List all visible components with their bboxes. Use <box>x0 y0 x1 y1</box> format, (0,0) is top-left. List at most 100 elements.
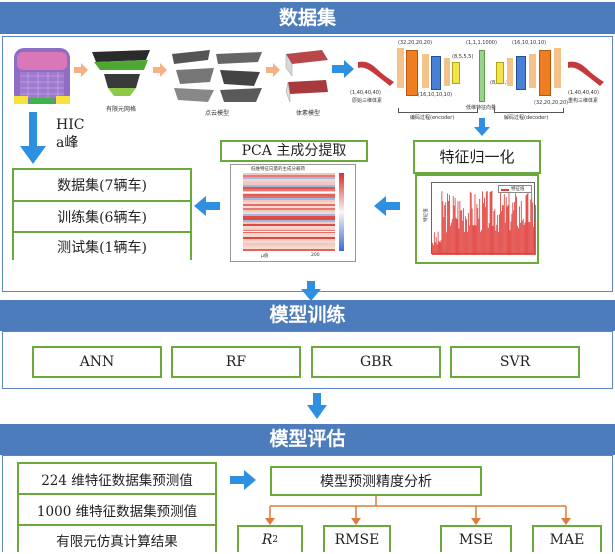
pipeline-arrow-3 <box>266 62 280 81</box>
latent-vector <box>479 50 485 102</box>
enc-conv-label-3 <box>444 58 450 86</box>
heatmap-row <box>243 245 335 248</box>
norm-bar <box>491 190 493 255</box>
norm-bar <box>459 200 461 255</box>
norm-bar <box>455 217 457 255</box>
norm-bar <box>464 231 465 255</box>
heatmap-row <box>243 174 335 177</box>
norm-plot-area: 特征值 <box>431 182 536 255</box>
norm-bar <box>498 231 500 255</box>
norm-legend-swatch <box>501 189 509 191</box>
norm-bar <box>494 209 496 255</box>
norm-bar <box>484 207 486 255</box>
norm-bar <box>479 198 481 255</box>
norm-bar <box>445 202 447 255</box>
encoder-bracket <box>398 108 478 113</box>
norm-bar <box>466 231 468 255</box>
norm-bar <box>532 202 534 255</box>
pipeline-arrow-2 <box>153 62 167 81</box>
normalization-chart: 特征值 特征值 <box>415 174 539 264</box>
norm-bar <box>433 232 435 255</box>
norm-bar <box>448 200 449 255</box>
norm-bar <box>476 204 478 255</box>
pca-colorbar <box>339 173 344 251</box>
norm-bar <box>509 230 511 255</box>
heatmap-row <box>243 233 335 236</box>
norm-bar <box>446 232 448 255</box>
norm-bar <box>535 204 536 255</box>
dec-layer-1 <box>496 62 504 84</box>
pca-xtick-right: 200 <box>311 253 320 258</box>
norm-bar <box>443 217 445 255</box>
norm-bar <box>466 219 467 255</box>
norm-bar <box>485 191 487 255</box>
norm-bar <box>439 242 441 255</box>
norm-bar <box>487 227 489 255</box>
metric-mse: MSE <box>440 525 512 552</box>
norm-bar <box>531 192 533 255</box>
norm-bar <box>495 230 497 255</box>
arrow-to-training <box>301 281 321 305</box>
norm-bar <box>520 200 522 255</box>
norm-bar <box>492 225 494 255</box>
norm-bar <box>502 205 504 255</box>
voxel-label: 体素模型 <box>295 110 320 117</box>
heatmap-row <box>243 221 335 224</box>
heatmap-row <box>243 198 335 201</box>
point-cloud-label: 点云模型 <box>204 110 229 117</box>
norm-bar <box>523 224 525 255</box>
heatmap-row <box>243 237 335 240</box>
norm-bar <box>513 210 515 255</box>
norm-bar <box>518 206 520 255</box>
heatmap-row <box>243 204 335 207</box>
norm-bar <box>478 218 480 255</box>
metric-r2-label: R <box>261 531 273 548</box>
output-voxel-image <box>566 56 606 90</box>
norm-bar <box>451 218 453 255</box>
dataset-item-all: 数据集(7辆车) <box>14 170 190 202</box>
heatmap-row <box>243 210 335 212</box>
heatmap-row <box>243 247 335 250</box>
norm-bar <box>457 201 459 255</box>
latent-label: 低维特征向量 <box>466 105 497 111</box>
dec-layer-2 <box>516 56 526 90</box>
decoder-bracket <box>494 108 564 113</box>
heatmap-row <box>243 208 335 211</box>
eval-input-fem: 有限元仿真计算结果 <box>19 526 215 554</box>
norm-bar <box>500 190 501 255</box>
heatmap-row <box>243 239 335 242</box>
enc-conv-label-2 <box>422 54 429 88</box>
heatmap-row <box>243 192 335 195</box>
normalization-title-box: 特征归一化 <box>413 140 541 174</box>
arrow-to-normalization <box>474 118 490 140</box>
vehicle-image <box>12 44 72 106</box>
heatmap-row <box>243 229 335 232</box>
metric-rmse: RMSE <box>323 525 391 552</box>
norm-bar <box>525 195 527 255</box>
norm-bar <box>470 192 472 255</box>
norm-bar <box>514 202 516 255</box>
pca-heatmap-rows <box>243 173 335 251</box>
heatmap-row <box>243 180 335 183</box>
norm-bar <box>499 214 500 255</box>
voxel-image <box>282 46 332 106</box>
dec-dims-3: (32,20,20,20) <box>534 100 569 106</box>
model-ann: ANN <box>32 346 162 378</box>
norm-bar <box>461 209 463 255</box>
norm-bar <box>510 221 512 255</box>
heatmap-row <box>243 227 335 230</box>
input-dims: (1,40,40,40) <box>350 90 381 96</box>
arrow-to-network <box>332 60 354 82</box>
heatmap-row <box>243 182 335 185</box>
encoder-label: 编码过程(encoder) <box>410 115 455 121</box>
dec-deconv-label-1 <box>507 58 513 86</box>
decoder-label: 解码过程(decoder) <box>504 115 549 121</box>
norm-bar <box>474 194 476 255</box>
heatmap-row <box>243 194 335 197</box>
heatmap-row <box>243 202 335 205</box>
arrow-norm-to-pca <box>374 196 400 220</box>
norm-bar <box>507 204 509 255</box>
heatmap-row <box>243 215 335 218</box>
hic-line-1: HIC <box>56 117 85 133</box>
